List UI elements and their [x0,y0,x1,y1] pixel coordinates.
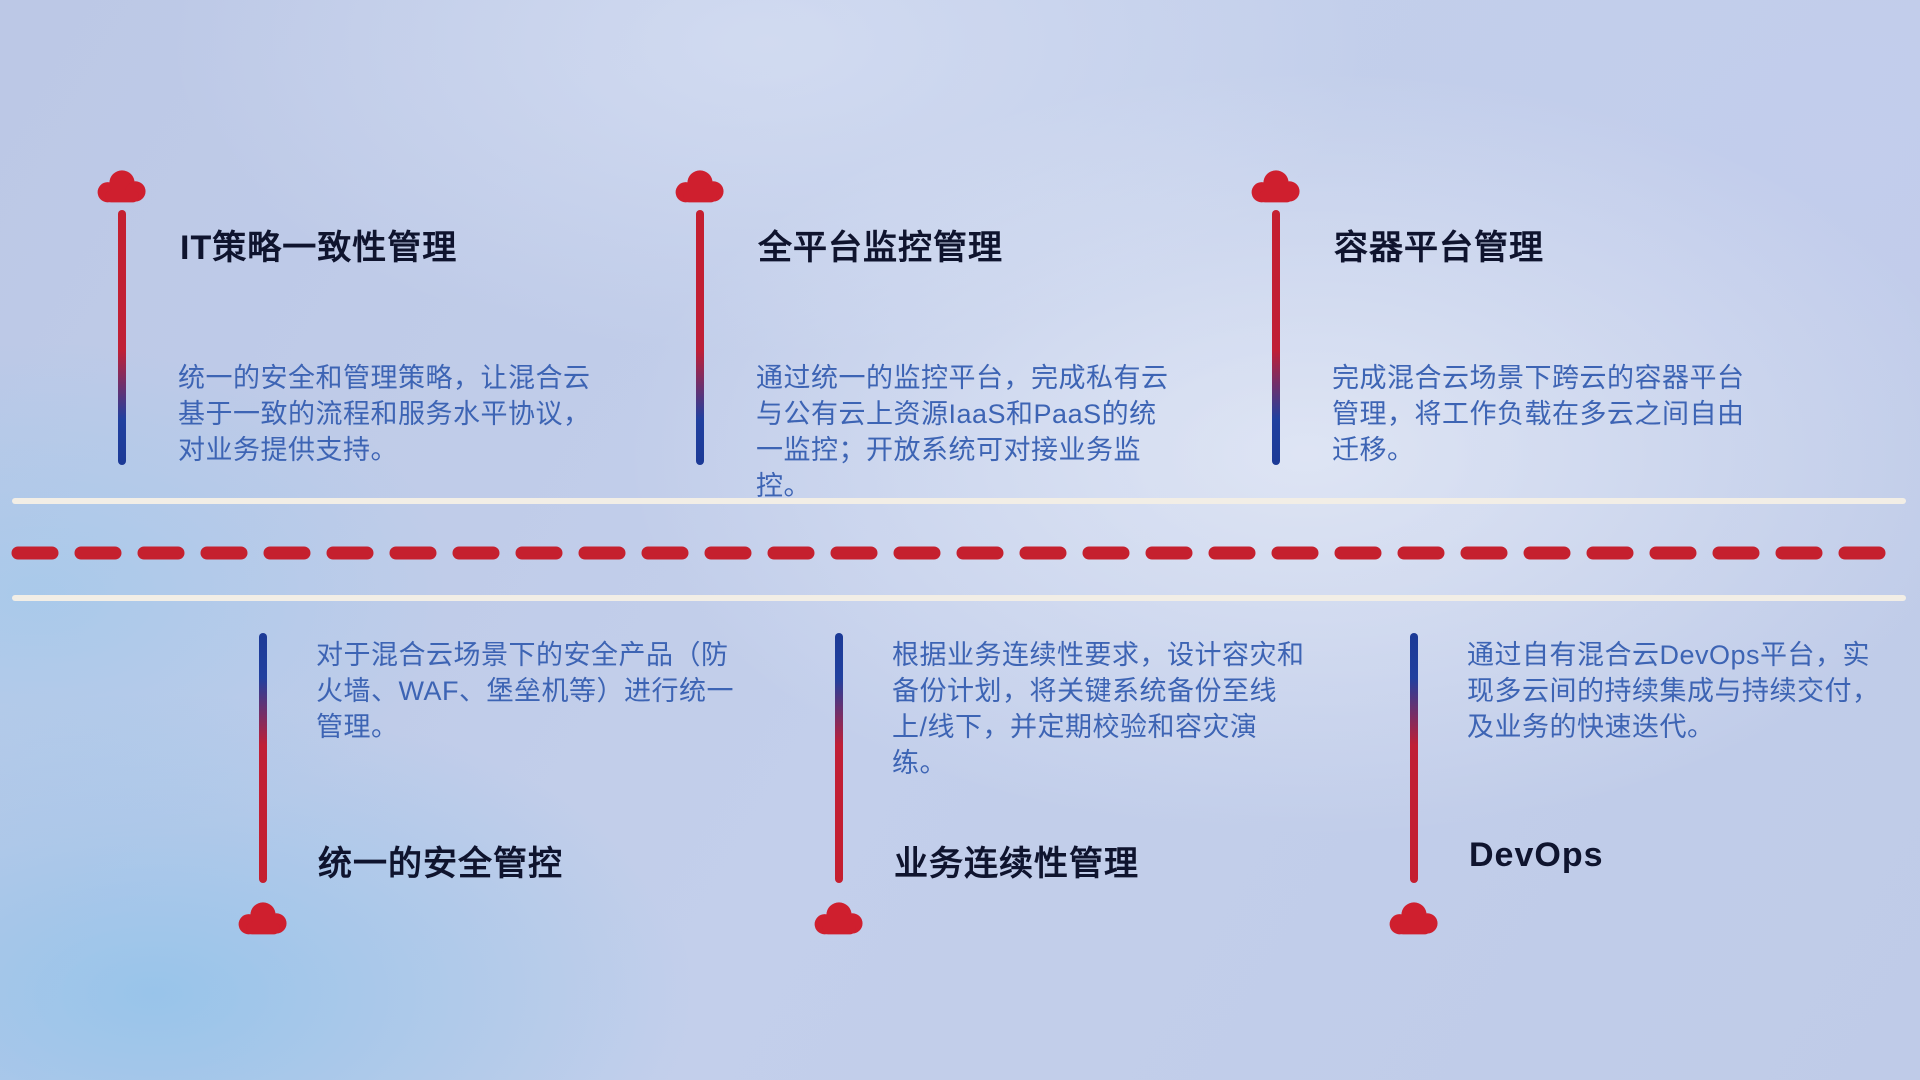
feature-item-container-platform: 容器平台管理 完成混合云场景下跨云的容器平台管理，将工作负载在多云之间自由迁移。 [1249,167,1749,497]
feature-description: 对于混合云场景下的安全产品（防火墙、WAF、堡垒机等）进行统一管理。 [316,640,734,742]
cloud-icon [812,899,866,936]
feature-item-monitoring: 全平台监控管理 通过统一的监控平台，完成私有云与公有云上资源IaaS和PaaS的… [673,167,1173,501]
cloud-icon [1387,899,1441,936]
feature-item-devops: 通过自有混合云DevOps平台，实现多云间的持续集成与持续交付，及业务的快速迭代… [1387,630,1887,950]
cloud-icon [1249,167,1303,204]
feature-description: 统一的安全和管理策略，让混合云基于一致的流程和服务水平协议，对业务提供支持。 [178,363,591,465]
feature-title: IT策略一致性管理 [180,229,458,267]
feature-item-it-policy: IT策略一致性管理 统一的安全和管理策略，让混合云基于一致的流程和服务水平协议，… [95,167,595,497]
feature-item-security-control: 对于混合云场景下的安全产品（防火墙、WAF、堡垒机等）进行统一管理。 统一的安全… [236,630,736,950]
feature-title: 业务连续性管理 [894,845,1139,883]
feature-description: 根据业务连续性要求，设计容灾和备份计划，将关键系统备份至线上/线下，并定期校验和… [892,640,1305,778]
cloud-icon [236,899,290,936]
cloud-icon [673,167,727,204]
timeline-connector [696,210,704,465]
timeline-connector [1410,633,1418,883]
divider-line-bottom [12,595,1906,601]
feature-description: 通过自有混合云DevOps平台，实现多云间的持续集成与持续交付，及业务的快速迭代… [1467,640,1880,742]
divider-dashed-line [8,546,1912,560]
feature-description: 完成混合云场景下跨云的容器平台管理，将工作负载在多云之间自由迁移。 [1332,363,1745,465]
feature-title: 容器平台管理 [1334,229,1544,267]
timeline-connector [259,633,267,883]
timeline-connector [835,633,843,883]
feature-title: 统一的安全管控 [318,845,563,883]
dashed-line-graphic [11,546,1909,560]
cloud-icon [95,167,149,204]
feature-title: DevOps [1469,836,1604,874]
divider-line-top [12,498,1906,504]
timeline-connector [118,210,126,465]
timeline-connector [1272,210,1280,465]
feature-item-business-continuity: 根据业务连续性要求，设计容灾和备份计划，将关键系统备份至线上/线下，并定期校验和… [812,630,1312,950]
feature-title: 全平台监控管理 [758,229,1003,267]
feature-description: 通过统一的监控平台，完成私有云与公有云上资源IaaS和PaaS的统一监控；开放系… [756,363,1169,501]
